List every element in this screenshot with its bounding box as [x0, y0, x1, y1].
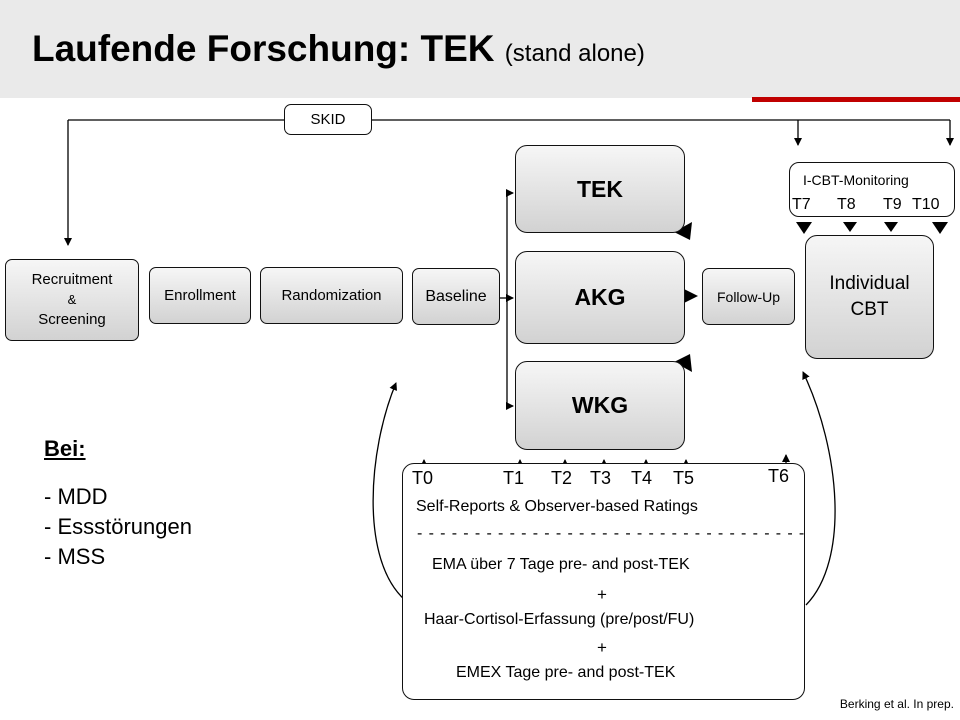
- t8-arrow-head: [843, 222, 857, 232]
- dashed-separator: - - - - - - - - - - - - - - - - - - - - …: [417, 525, 806, 542]
- skid-label: SKID: [310, 111, 346, 128]
- icbt-monitoring-label: I-CBT-Monitoring: [803, 172, 909, 188]
- right-curve-arrow: [802, 371, 836, 606]
- t1-label: T1: [503, 468, 525, 488]
- slide-title: Laufende Forschung: TEK (stand alone): [32, 28, 645, 70]
- credit-text: Berking et al. In prep.: [839, 697, 954, 711]
- t2-label: T2: [551, 468, 573, 488]
- tek-box: TEK: [515, 145, 685, 233]
- recruitment-line1: Recruitment: [31, 271, 113, 288]
- enrollment-label: Enrollment: [164, 287, 236, 304]
- left-curve-arrow: [372, 382, 406, 601]
- bei-item-essstoerungen: - Essstörungen: [44, 514, 192, 539]
- followup-box: Follow-Up: [702, 268, 795, 325]
- title-bar: [0, 0, 960, 98]
- plus-1: +: [597, 585, 607, 604]
- t5-label: T5: [673, 468, 695, 488]
- skid-box: SKID: [284, 104, 372, 135]
- wkg-arrow-head: [674, 354, 692, 372]
- t8-label: T8: [837, 196, 856, 213]
- akg-arrow-head: [684, 289, 698, 303]
- measures-box: [402, 463, 805, 700]
- title-subtitle: (stand alone): [504, 40, 645, 67]
- followup-label: Follow-Up: [716, 288, 780, 305]
- t10-arrow-head: [932, 222, 948, 234]
- t7-label: T7: [792, 196, 811, 213]
- bei-item-mss: - MSS: [44, 544, 106, 569]
- title-main: Laufende Forschung: TEK: [32, 28, 495, 69]
- self-reports-text: Self-Reports & Observer-based Ratings: [416, 498, 698, 515]
- recruitment-box: Recruitment & Screening: [5, 259, 139, 341]
- enrollment-box: Enrollment: [149, 267, 251, 324]
- accent-bar: [752, 97, 960, 102]
- t7-arrow-head: [796, 222, 812, 234]
- ema-text: EMA über 7 Tage pre- and post-TEK: [432, 556, 690, 573]
- wkg-label: WKG: [571, 392, 629, 418]
- wkg-box: WKG: [515, 361, 685, 450]
- t10-label: T10: [912, 196, 940, 213]
- t0-label: T0: [412, 468, 434, 488]
- tek-label: TEK: [577, 175, 623, 202]
- randomization-label: Randomization: [281, 287, 382, 304]
- recruitment-line3: Screening: [38, 311, 106, 328]
- t9-arrow-head: [884, 222, 898, 232]
- t4-label: T4: [631, 468, 653, 488]
- individual-cbt-line2: CBT: [850, 299, 889, 320]
- plus-2: +: [597, 638, 607, 657]
- t3-label: T3: [590, 468, 612, 488]
- tek-arrow-head: [674, 222, 692, 240]
- cortisol-text: Haar-Cortisol-Erfassung (pre/post/FU): [424, 611, 695, 628]
- akg-box: AKG: [515, 251, 685, 344]
- individual-cbt-box: Individual CBT: [805, 235, 934, 359]
- baseline-box: Baseline: [412, 268, 500, 325]
- icbt-monitoring-box: [789, 162, 955, 217]
- bei-item-mdd: - MDD: [44, 484, 108, 509]
- t9-label: T9: [883, 196, 902, 213]
- recruitment-line2: &: [67, 292, 77, 307]
- emex-text: EMEX Tage pre- and post-TEK: [456, 664, 676, 681]
- baseline-label: Baseline: [425, 287, 487, 305]
- t6-label: T6: [768, 466, 790, 486]
- individual-cbt-line1: Individual: [829, 273, 910, 294]
- bei-heading: Bei:: [44, 436, 86, 461]
- randomization-box: Randomization: [260, 267, 403, 324]
- akg-label: AKG: [574, 284, 626, 310]
